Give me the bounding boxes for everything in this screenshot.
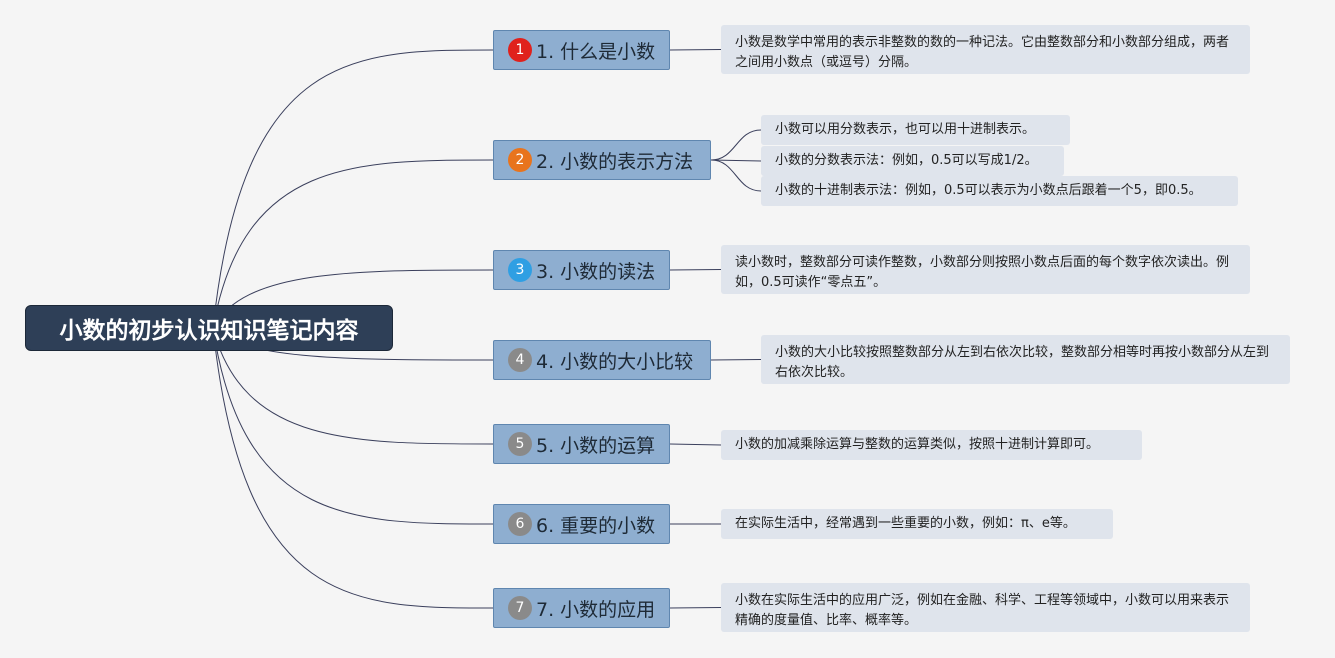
note-decimal-form: 小数的十进制表示法：例如，0.5可以表示为小数点后跟着一个5，即0.5。	[761, 176, 1238, 206]
topic-operations[interactable]: 5 5. 小数的运算	[493, 424, 670, 464]
note-operations: 小数的加减乘除运算与整数的运算类似，按照十进制计算即可。	[721, 430, 1142, 460]
number-badge-icon: 7	[508, 596, 532, 620]
note-applications: 小数在实际生活中的应用广泛，例如在金融、科学、工程等领域中，小数可以用来表示精确…	[721, 583, 1250, 632]
topic-label: 2. 小数的表示方法	[536, 150, 694, 173]
number-badge-icon: 5	[508, 432, 532, 456]
connector-line	[669, 443, 722, 446]
topic-label: 7. 小数的应用	[536, 598, 656, 621]
note-comparison: 小数的大小比较按照整数部分从左到右依次比较，整数部分相等时再按小数部分从左到右依…	[761, 335, 1290, 384]
connector-line	[710, 129, 762, 161]
connector-line	[212, 327, 494, 445]
connector-line	[212, 327, 494, 609]
topic-representation[interactable]: 2 2. 小数的表示方法	[493, 140, 711, 180]
root-topic[interactable]: 小数的初步认识知识笔记内容	[25, 305, 393, 351]
connector-line	[212, 327, 494, 525]
topic-comparison[interactable]: 4 4. 小数的大小比较	[493, 340, 711, 380]
note-fraction-form: 小数的分数表示法：例如，0.5可以写成1/2。	[761, 146, 1064, 176]
topic-applications[interactable]: 7 7. 小数的应用	[493, 588, 670, 628]
connector-line	[669, 49, 722, 51]
topic-label: 6. 重要的小数	[536, 514, 656, 537]
topic-label: 3. 小数的读法	[536, 260, 656, 283]
note-representation-general: 小数可以用分数表示，也可以用十进制表示。	[761, 115, 1070, 145]
note-important-decimals: 在实际生活中，经常遇到一些重要的小数，例如：π、e等。	[721, 509, 1113, 539]
topic-label: 1. 什么是小数	[536, 40, 656, 63]
number-badge-icon: 6	[508, 512, 532, 536]
number-badge-icon: 1	[508, 38, 532, 62]
topic-what-is-decimal[interactable]: 1 1. 什么是小数	[493, 30, 670, 70]
topic-label: 4. 小数的大小比较	[536, 350, 694, 373]
connector-line	[710, 359, 762, 361]
connector-line	[212, 159, 494, 329]
number-badge-icon: 3	[508, 258, 532, 282]
number-badge-icon: 2	[508, 148, 532, 172]
topic-reading[interactable]: 3 3. 小数的读法	[493, 250, 670, 290]
topic-label: 5. 小数的运算	[536, 434, 656, 457]
note-definition: 小数是数学中常用的表示非整数的数的一种记法。它由整数部分和小数部分组成，两者之间…	[721, 25, 1250, 74]
connector-line	[710, 159, 762, 162]
connector-line	[212, 49, 494, 329]
connector-line	[710, 159, 762, 192]
note-reading: 读小数时，整数部分可读作整数，小数部分则按照小数点后面的每个数字依次读出。例如，…	[721, 245, 1250, 294]
connector-line	[669, 607, 722, 609]
connector-line	[669, 269, 722, 271]
topic-important-decimals[interactable]: 6 6. 重要的小数	[493, 504, 670, 544]
number-badge-icon: 4	[508, 348, 532, 372]
